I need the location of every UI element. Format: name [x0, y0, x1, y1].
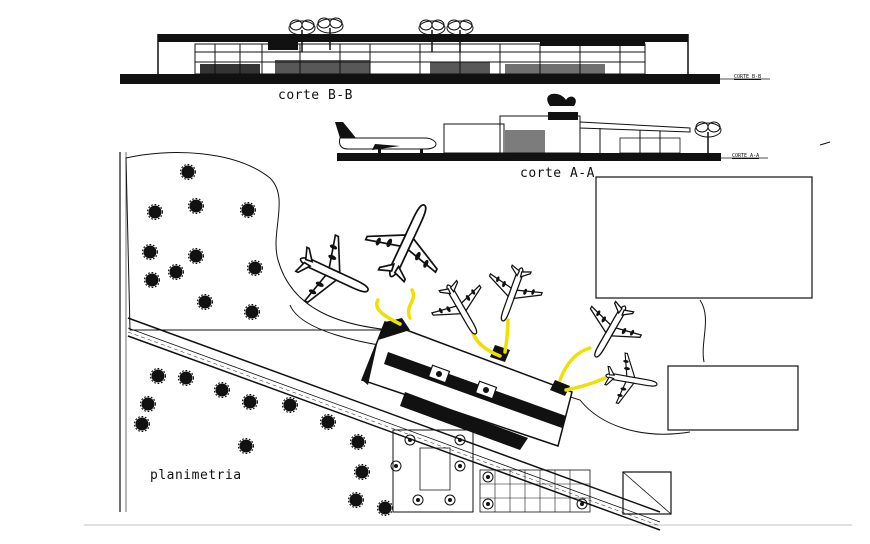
section-bb-label: corte B-B	[278, 88, 353, 103]
outbuilding-large	[595, 176, 813, 299]
section-bb-tag: CORTE B-B	[734, 74, 762, 80]
section-aa-tag: CORTE A-A	[732, 153, 760, 159]
section-bb-drawing	[120, 17, 770, 84]
outbuilding-small	[667, 365, 799, 431]
parking-area	[390, 429, 591, 513]
site-plan-label: planimetria	[150, 468, 242, 483]
site-plan-drawing	[84, 141, 852, 531]
terminal-building	[361, 318, 573, 450]
section-aa-drawing	[335, 93, 768, 161]
section-aa-label: corte A-A	[520, 166, 595, 181]
